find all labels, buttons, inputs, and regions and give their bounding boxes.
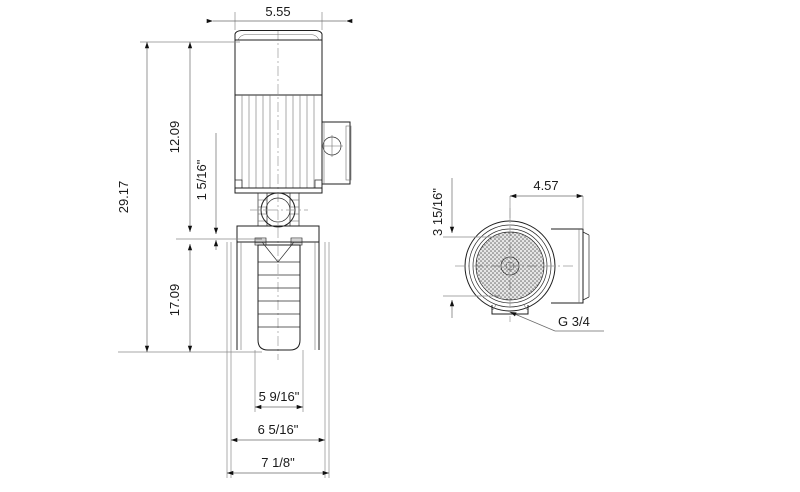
leader-port-thread: [509, 311, 556, 332]
top-end-view: [455, 208, 590, 322]
port-foot-chamfer-left: [491, 304, 497, 312]
dim-base-inner-label: 5 9/16": [259, 389, 300, 404]
dim-base-mid-label: 6 5/16": [258, 422, 299, 437]
dim-coupling-height-label: 1 5/16": [194, 159, 209, 200]
dim-overall-height-label: 29.17: [116, 181, 131, 214]
motor-cap-seam: [237, 34, 320, 41]
motor-top-cap: [234, 30, 323, 41]
pump-chamber-sleeve: [257, 244, 301, 351]
motor-upper-shell: [234, 39, 323, 96]
dim-base-outer-label: 7 1/8": [261, 455, 295, 470]
dim-side-width-label: 4.57: [533, 178, 558, 193]
pump-head: [236, 225, 320, 243]
motor-cooling-fins: [241, 95, 315, 188]
terminal-box-side: [345, 125, 352, 181]
terminal-box: [321, 121, 351, 185]
front-elevation-view: [226, 30, 352, 478]
port-foot-chamfer-right: [523, 304, 529, 312]
endview-terminal-box: [551, 228, 584, 304]
dim-side-height-label: 3 15/16": [430, 188, 445, 236]
motor-lug-right: [314, 179, 323, 189]
motor-base-flange: [234, 187, 323, 194]
head-bolt-threads: [255, 239, 302, 244]
dim-pump-height-label: 17.09: [167, 284, 182, 317]
front-view-dimensions: 5.55 29.17 12.09 17.09 1 5/16" 5 9/16": [116, 4, 353, 476]
motor-finned-body: [234, 94, 323, 189]
outer-tie-rails: [236, 242, 320, 350]
side-view-dimensions: 3 15/16" 4.57 G 3/4: [430, 178, 604, 332]
motor-lug-left: [234, 179, 243, 189]
dim-top-width-label: 5.55: [265, 4, 290, 19]
endview-box-edge-top: [582, 231, 590, 236]
pump-stage-divisions: [258, 261, 300, 328]
endview-box-edge-bottom: [582, 296, 590, 301]
callout-port-thread-label: G 3/4: [558, 314, 590, 329]
dim-motor-height-label: 12.09: [167, 121, 182, 154]
